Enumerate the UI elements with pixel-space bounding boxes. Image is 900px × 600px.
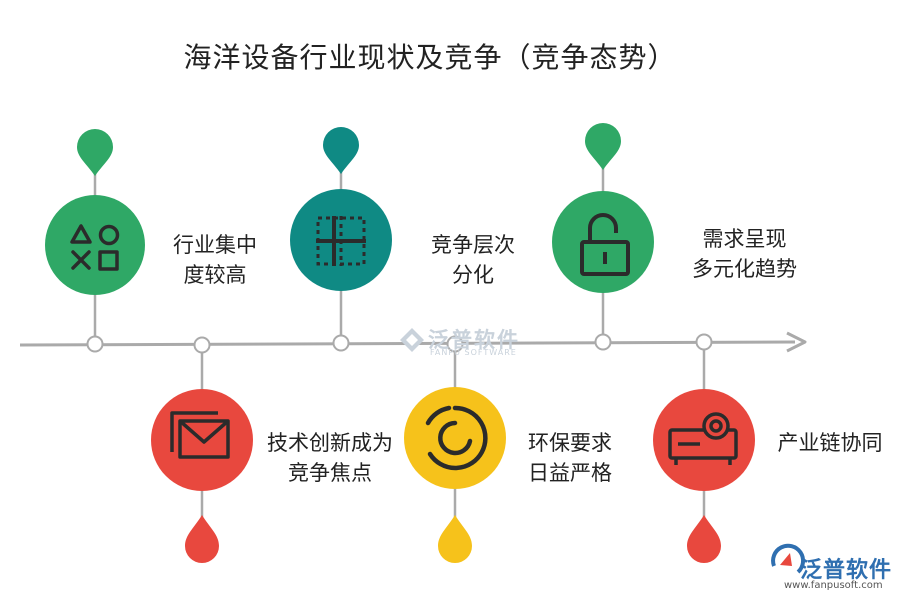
- top-item-1: [45, 129, 145, 353]
- item-label-top-3: 需求呈现 多元化趋势: [692, 227, 797, 281]
- top-node-2: [332, 334, 350, 352]
- top-pin-1: [77, 129, 113, 176]
- item-label-top-1: 行业集中 度较高: [173, 233, 257, 287]
- item-label-bottom-3: 产业链协同: [777, 431, 883, 455]
- bottom-item-2: [404, 335, 506, 563]
- bottom-item-3: [653, 333, 755, 563]
- bottom-node-3: [695, 333, 713, 351]
- circular-arrows-icon: [425, 405, 488, 471]
- item-label-bottom-1: 技术创新成为 竞争焦点: [267, 431, 393, 485]
- bottom-circle-2: [404, 387, 506, 489]
- top-pin-2: [323, 127, 359, 174]
- top-pin-3: [585, 123, 621, 170]
- brand-logo-text: 泛普软件: [800, 558, 893, 583]
- timeline-arrowhead: [786, 331, 807, 353]
- bottom-drop-2: [438, 515, 472, 563]
- bottom-item-1: [151, 336, 253, 563]
- bottom-node-1: [193, 336, 211, 354]
- brand-logo-url: www.fanpusoft.com: [784, 580, 883, 591]
- projector-icon: [668, 412, 738, 465]
- top-circle-1: [45, 195, 145, 295]
- bottom-drop-3: [687, 515, 721, 563]
- top-item-3: [552, 123, 654, 351]
- item-label-bottom-2: 环保要求 日益严格: [528, 431, 612, 485]
- watermark-subtext: FANPU SOFTWARE: [430, 348, 517, 357]
- bottom-drop-1: [185, 515, 219, 563]
- bottom-node-2: [446, 335, 464, 353]
- item-label-top-2: 竞争层次 分化: [431, 233, 515, 287]
- watermark-logo-icon: [400, 328, 424, 352]
- page-title: 海洋设备行业现状及竞争（竞争态势）: [183, 41, 677, 74]
- mail-stack-icon: [170, 411, 230, 459]
- unlock-icon: [580, 213, 630, 276]
- bottom-circle-3: [653, 389, 755, 491]
- grid-layout-icon: [316, 216, 366, 266]
- brand-logo-icon: [771, 543, 806, 574]
- playstation-shapes-icon: [70, 224, 120, 271]
- top-item-2: [290, 127, 392, 352]
- top-node-3: [594, 333, 612, 351]
- top-node-1: [86, 335, 104, 353]
- watermark-text: 泛普软件: [428, 328, 520, 352]
